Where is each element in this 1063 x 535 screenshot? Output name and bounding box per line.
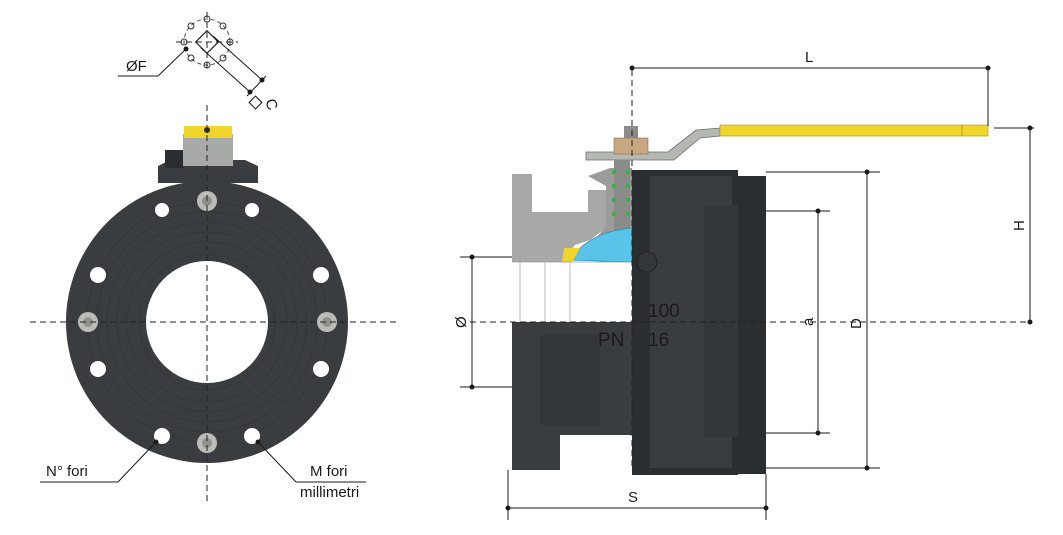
top-flange-detail: C ØF — [118, 12, 281, 113]
lever-grip — [719, 124, 989, 137]
holes-count-label: N° fori — [46, 463, 88, 480]
flange-dia-label: ØF — [126, 58, 147, 75]
a-label: a — [800, 317, 817, 326]
marking-dn: 100 — [648, 301, 680, 322]
length-label: L — [805, 49, 813, 66]
dimensions: L H D a Ø S — [453, 49, 1034, 520]
front-view: N° fori M fori millimetri — [30, 105, 398, 505]
side-view: 100 PN 16 — [470, 70, 1030, 475]
marking-pn: PN — [598, 330, 624, 351]
flange-bore — [146, 261, 268, 383]
s-label: S — [628, 489, 638, 506]
holes-size-unit: millimetri — [300, 484, 359, 501]
height-label: H — [1011, 220, 1028, 231]
square-label: C — [261, 97, 281, 113]
marking-pn-value: 16 — [648, 330, 669, 351]
holes-size-label: M fori — [310, 463, 348, 480]
bore-label: Ø — [453, 316, 470, 328]
d-label: D — [848, 318, 865, 329]
